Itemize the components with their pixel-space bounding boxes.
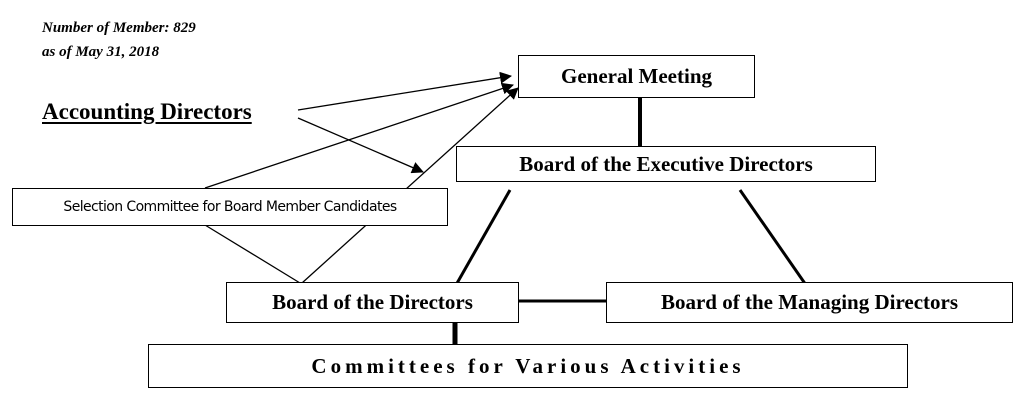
board-of-directors-label: Board of the Directors (272, 290, 473, 314)
arrow-directors-general (301, 87, 519, 284)
accounting-directors-label: Accounting Directors (42, 99, 252, 124)
general-meeting-label: General Meeting (560, 64, 713, 88)
selection-committee-label: Selection Committee for Board Member Can… (63, 199, 397, 215)
selection-committee-box: Selection Committee for Board Member Can… (12, 188, 448, 226)
committees-label: Committees for Various Activities (311, 353, 745, 378)
managing-board-box: Board of the Managing Directors (606, 282, 1013, 323)
link-executive-directors (454, 189, 512, 286)
arrow-accounting-executive (297, 117, 424, 174)
board-of-directors-box: Board of the Directors (226, 282, 519, 323)
executive-board-label: Board of the Executive Directors (519, 151, 813, 176)
executive-board-box: Board of the Executive Directors (456, 146, 876, 182)
arrow-selection-general (204, 82, 514, 189)
arrow-accounting-general (297, 71, 512, 111)
managing-board-label: Board of the Managing Directors (660, 290, 959, 314)
link-selection-directors (204, 224, 301, 284)
member-count-note: Number of Member: 829 (42, 20, 196, 36)
member-date-note: as of May 31, 2018 (42, 44, 160, 60)
committees-box: Committees for Various Activities (148, 344, 908, 388)
general-meeting-box: General Meeting (518, 55, 755, 98)
link-executive-managing (738, 189, 808, 286)
